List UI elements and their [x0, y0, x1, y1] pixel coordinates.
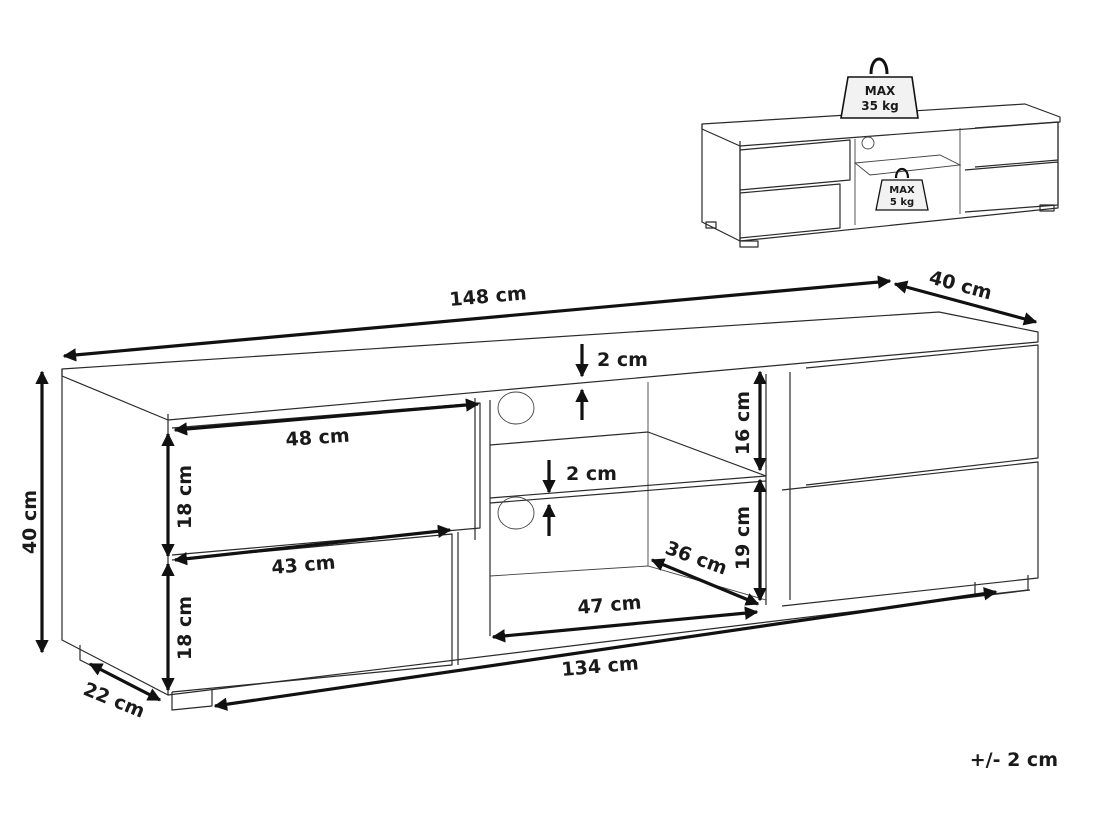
shelf-thickness-label: 2 cm: [566, 463, 617, 485]
dimension-labels: 148 cm 40 cm 40 cm 2 cm 2 cm 16 cm 19 cm…: [19, 267, 1058, 771]
tolerance-label: +/- 2 cm: [970, 749, 1058, 771]
product-thumbnail: MAX 35 kg MAX 5 kg: [701, 57, 1061, 248]
upper-compartment-height-label: 16 cm: [732, 391, 754, 455]
depth-total-label: 40 cm: [927, 267, 995, 305]
top-max-label: MAX: [865, 84, 896, 98]
width-total-label: 148 cm: [449, 282, 528, 311]
shelf-max-label: MAX: [889, 185, 915, 196]
weight-icon-top: MAX 35 kg: [840, 57, 919, 119]
top-max-value: 35 kg: [861, 99, 898, 113]
shelf-max-value: 5 kg: [890, 197, 914, 208]
base-width-label: 134 cm: [561, 652, 640, 681]
height-total-label: 40 cm: [19, 490, 41, 554]
compartment-width-label: 47 cm: [577, 591, 643, 619]
drawer-lower-height-label: 18 cm: [174, 596, 196, 660]
lower-compartment-height-label: 19 cm: [732, 506, 754, 570]
top-thickness-label: 2 cm: [597, 349, 648, 371]
drawer-bottom-width-label: 43 cm: [271, 551, 337, 579]
dimension-arrows: [35, 275, 1038, 711]
base-depth-label: 22 cm: [80, 678, 148, 722]
drawer-top-width-label: 48 cm: [285, 425, 351, 451]
drawer-upper-height-label: 18 cm: [174, 465, 196, 529]
weight-icon-shelf: MAX 5 kg: [875, 167, 929, 211]
